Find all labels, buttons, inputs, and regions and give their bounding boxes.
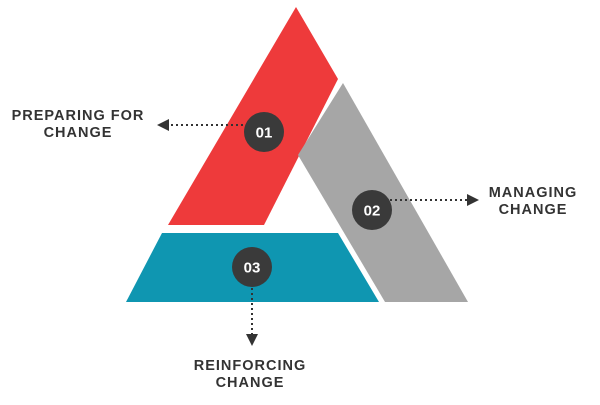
- badge-01-number: 01: [256, 125, 273, 142]
- label-managing-change: MANAGING CHANGE: [478, 185, 588, 219]
- badge-02-number: 02: [364, 203, 381, 220]
- segment-managing: [298, 83, 468, 302]
- label-preparing-for-change: PREPARING FOR CHANGE: [2, 108, 154, 142]
- label-reinforcing-line1: REINFORCING: [193, 358, 307, 374]
- badge-01: [244, 112, 284, 152]
- label-reinforcing-line2: CHANGE: [215, 375, 285, 391]
- badge-03: [232, 247, 272, 287]
- label-preparing-line1: PREPARING FOR: [11, 108, 145, 124]
- label-managing-line1: MANAGING: [488, 185, 578, 201]
- badge-02: [352, 190, 392, 230]
- label-managing-line2: CHANGE: [498, 202, 568, 218]
- label-preparing-line2: CHANGE: [43, 125, 113, 141]
- label-reinforcing-change: REINFORCING CHANGE: [180, 358, 320, 392]
- badge-03-number: 03: [244, 260, 261, 277]
